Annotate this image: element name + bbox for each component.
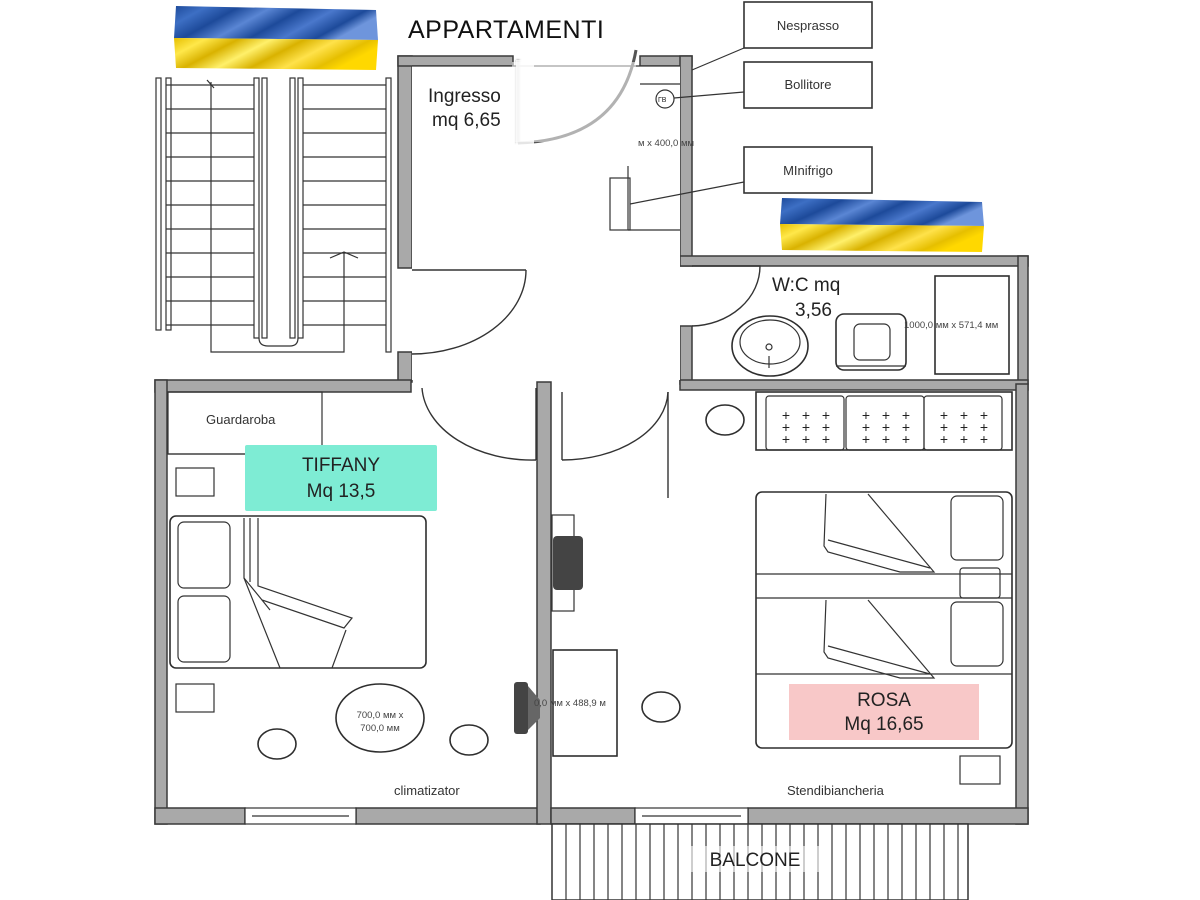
shower-dimension: 1000,0 мм x 571,4 мм bbox=[904, 320, 998, 331]
nightstand bbox=[959, 755, 1001, 785]
shower-tray bbox=[934, 275, 1010, 375]
svg-text:+: + bbox=[980, 407, 988, 423]
svg-text:+: + bbox=[822, 419, 830, 435]
svg-text:+: + bbox=[980, 419, 988, 435]
double-bed bbox=[169, 515, 427, 669]
label-climatizator: climatizator bbox=[394, 783, 460, 798]
svg-text:+: + bbox=[940, 419, 948, 435]
svg-text:+: + bbox=[960, 431, 968, 447]
sink-icon bbox=[731, 315, 809, 377]
chair bbox=[449, 724, 489, 756]
svg-text:+: + bbox=[802, 431, 810, 447]
toilet-icon bbox=[835, 313, 907, 371]
nightstand bbox=[175, 467, 215, 497]
cushion-dots: +++ +++ +++ +++ +++ +++ +++ +++ +++ bbox=[782, 407, 988, 447]
round-table bbox=[335, 683, 425, 753]
chair bbox=[641, 691, 681, 723]
counter-dimension: м x 400,0 мм bbox=[638, 138, 694, 149]
svg-text:+: + bbox=[980, 431, 988, 447]
radiator-icon bbox=[553, 536, 583, 590]
label-stendibiancheria: Stendibiancheria bbox=[787, 783, 885, 798]
room-name-balcone: BALCONE bbox=[710, 850, 801, 871]
svg-text:+: + bbox=[960, 419, 968, 435]
svg-text:+: + bbox=[902, 407, 910, 423]
room-area-wc: 3,56 bbox=[795, 300, 832, 321]
kettle-icon bbox=[655, 89, 675, 109]
callout-minifrigo: MInifrigo bbox=[783, 163, 833, 178]
room-label-rosa bbox=[789, 684, 979, 740]
svg-text:+: + bbox=[862, 407, 870, 423]
svg-text:+: + bbox=[882, 419, 890, 435]
chair bbox=[257, 728, 297, 760]
svg-text:+: + bbox=[822, 407, 830, 423]
walls bbox=[154, 55, 1029, 825]
svg-text:+: + bbox=[940, 407, 948, 423]
room-area-tiffany: Mq 13,5 bbox=[307, 481, 376, 502]
svg-text:+: + bbox=[802, 407, 810, 423]
svg-text:+: + bbox=[782, 419, 790, 435]
ukraine-flag-icon bbox=[780, 198, 984, 252]
arrow-up-icon bbox=[329, 251, 359, 259]
radiator-icon bbox=[514, 682, 528, 734]
balcony: BALCONE bbox=[551, 823, 969, 900]
sofa bbox=[755, 391, 1013, 451]
page-title: APPARTAMENTI bbox=[408, 16, 604, 44]
room-tiffany: Guardaroba 700,0 мм x 700,0 мм climatiza… bbox=[167, 391, 540, 825]
room-area-ingresso: mq 6,65 bbox=[432, 110, 501, 131]
callout-nespresso: Nesprasso bbox=[777, 18, 839, 33]
svg-text:+: + bbox=[902, 419, 910, 435]
svg-text:700,0 мм: 700,0 мм bbox=[360, 723, 399, 734]
svg-text:+: + bbox=[782, 407, 790, 423]
callout-bollitore: Bollitore bbox=[785, 77, 832, 92]
callouts: Nesprasso Bollitore MInifrigo bbox=[629, 1, 873, 205]
nightstand bbox=[175, 683, 215, 713]
desk-dimension: 0,0 мм x 488,9 м bbox=[534, 698, 606, 709]
room-rosa: +++ +++ +++ +++ +++ +++ +++ +++ +++ 0,0 … bbox=[534, 391, 1013, 825]
room-name-ingresso: Ingresso bbox=[428, 86, 501, 107]
label-guardaroba: Guardaroba bbox=[206, 412, 276, 427]
room-label-tiffany bbox=[245, 445, 437, 511]
svg-text:+: + bbox=[862, 419, 870, 435]
room-area-rosa: Mq 16,65 bbox=[844, 714, 923, 735]
ukraine-flag-icon bbox=[174, 6, 378, 70]
svg-text:ГВ: ГВ bbox=[658, 97, 667, 104]
room-wc: W:C mq 3,56 1000,0 мм x 571,4 мм bbox=[731, 275, 1010, 377]
svg-text:+: + bbox=[902, 431, 910, 447]
svg-text:+: + bbox=[960, 407, 968, 423]
room-name-tiffany: TIFFANY bbox=[302, 455, 380, 476]
svg-text:+: + bbox=[882, 431, 890, 447]
desk bbox=[552, 649, 618, 757]
svg-text:+: + bbox=[882, 407, 890, 423]
room-name-rosa: ROSA bbox=[857, 690, 911, 711]
svg-text:+: + bbox=[940, 431, 948, 447]
svg-text:+: + bbox=[802, 419, 810, 435]
svg-text:+: + bbox=[862, 431, 870, 447]
room-ingresso: Ingresso mq 6,65 ГВ м x 400,0 мм bbox=[411, 49, 761, 498]
staircase bbox=[155, 77, 392, 353]
svg-text:+: + bbox=[782, 431, 790, 447]
chair bbox=[705, 404, 745, 436]
table-dimension: 700,0 мм x bbox=[357, 710, 404, 721]
svg-text:+: + bbox=[822, 431, 830, 447]
room-name-wc: W:C mq bbox=[772, 275, 840, 296]
